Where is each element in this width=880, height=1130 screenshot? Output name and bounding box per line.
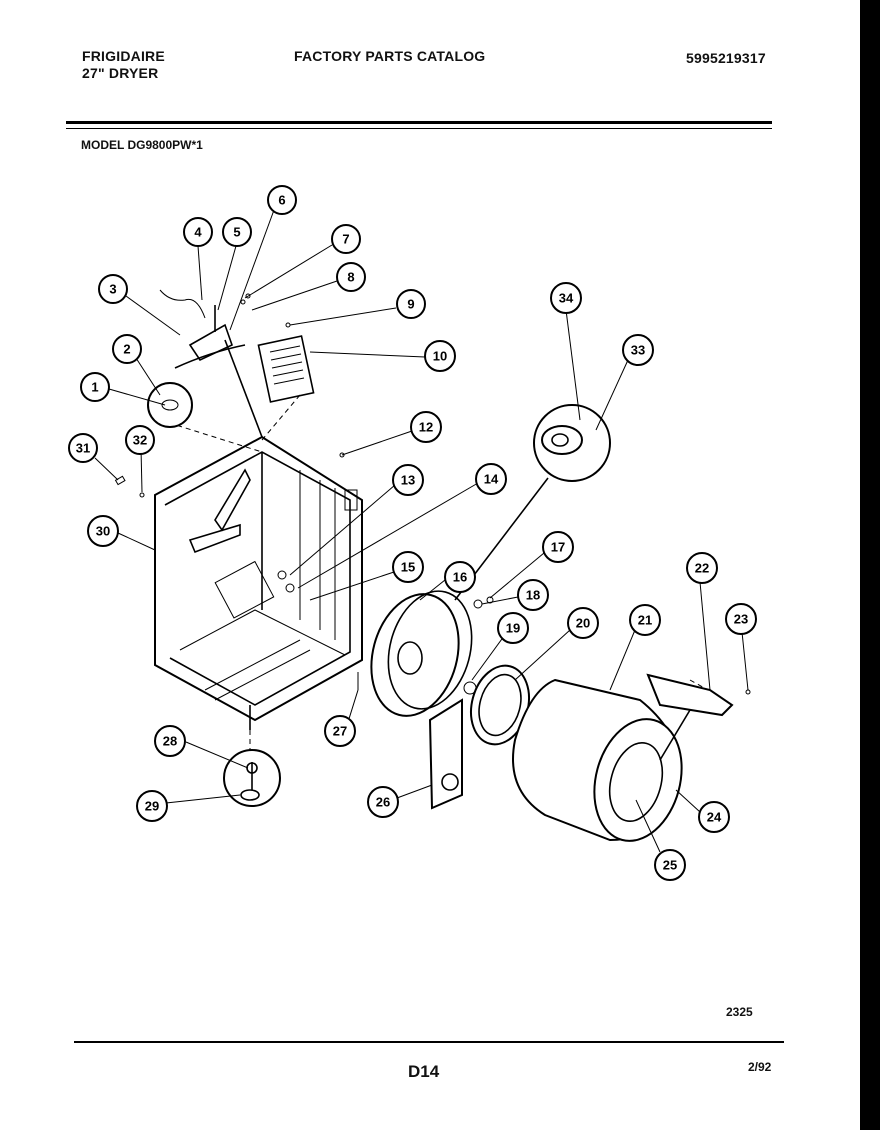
callout-4: 4 [183,217,213,247]
footer-rule [74,1041,784,1043]
leveling-leg-detail [223,749,281,807]
front-bulkhead [370,590,473,810]
callout-12: 12 [410,411,442,443]
svg-text:16: 16 [453,570,467,585]
callout-25: 25 [654,849,686,881]
callout-3: 3 [98,274,128,304]
svg-text:10: 10 [433,349,447,364]
callout-10: 10 [424,340,456,372]
svg-text:9: 9 [407,297,414,312]
svg-text:32: 32 [133,433,147,448]
header-rule-thin [66,128,772,129]
svg-text:28: 28 [163,734,177,749]
callout-30: 30 [87,515,119,547]
top-parts [147,289,315,441]
model-label: MODEL DG9800PW*1 [81,138,203,152]
svg-text:29: 29 [145,799,159,814]
callout-14: 14 [475,463,507,495]
callout-19: 19 [497,612,529,644]
callout-16: 16 [444,561,476,593]
callout-2: 2 [112,334,142,364]
callout-15: 15 [392,551,424,583]
callout-7: 7 [331,224,361,254]
product-name: 27" DRYER [82,65,159,81]
svg-text:27: 27 [333,724,347,739]
svg-text:15: 15 [401,560,415,575]
callout-29: 29 [136,790,168,822]
cabinet [154,419,363,760]
callout-31: 31 [68,433,98,463]
leader-lines [94,209,749,853]
callout-13: 13 [392,464,424,496]
callout-24: 24 [698,801,730,833]
svg-text:1: 1 [91,380,98,395]
svg-text:21: 21 [638,613,652,628]
callout-20: 20 [567,607,599,639]
svg-text:3: 3 [109,282,116,297]
svg-text:13: 13 [401,473,415,488]
callout-21: 21 [629,604,661,636]
svg-text:23: 23 [734,612,748,627]
svg-text:12: 12 [419,420,433,435]
brand-name: FRIGIDAIRE [82,48,165,64]
callout-33: 33 [622,334,654,366]
header-brand-block: FRIGIDAIRE 27" DRYER [82,48,165,82]
svg-text:33: 33 [631,343,645,358]
callout-22: 22 [686,552,718,584]
drawing-number: 2325 [726,1005,753,1019]
svg-text:19: 19 [506,621,520,636]
idler-detail [454,404,611,601]
svg-text:24: 24 [707,810,722,825]
svg-text:5: 5 [233,225,240,240]
callout-6: 6 [267,185,297,215]
scan-border-right [860,0,880,1130]
svg-text:8: 8 [347,270,354,285]
catalog-number: 5995219317 [686,50,766,66]
callout-27: 27 [324,715,356,747]
svg-text:18: 18 [526,588,540,603]
callout-32: 32 [125,425,155,455]
callout-1: 1 [80,372,110,402]
svg-text:2: 2 [123,342,130,357]
callout-18: 18 [517,579,549,611]
svg-text:34: 34 [559,291,574,306]
header-rule-thick [66,121,772,124]
callout-5: 5 [222,217,252,247]
revision-date: 2/92 [748,1060,772,1074]
catalog-title: FACTORY PARTS CATALOG [294,48,486,64]
page-number: D14 [408,1062,440,1081]
svg-text:31: 31 [76,441,90,456]
svg-text:26: 26 [376,795,390,810]
fasteners [114,293,751,695]
svg-text:14: 14 [484,472,499,487]
svg-text:4: 4 [194,225,202,240]
svg-text:17: 17 [551,540,565,555]
callout-23: 23 [725,603,757,635]
svg-text:20: 20 [576,616,590,631]
callout-8: 8 [336,262,366,292]
callout-26: 26 [367,786,399,818]
callout-9: 9 [396,289,426,319]
drum-assembly [463,664,734,842]
callout-34: 34 [550,282,582,314]
svg-text:22: 22 [695,561,709,576]
svg-text:25: 25 [663,858,677,873]
callout-28: 28 [154,725,186,757]
callout-17: 17 [542,531,574,563]
svg-text:30: 30 [96,524,110,539]
svg-text:6: 6 [278,193,285,208]
svg-text:7: 7 [342,232,349,247]
